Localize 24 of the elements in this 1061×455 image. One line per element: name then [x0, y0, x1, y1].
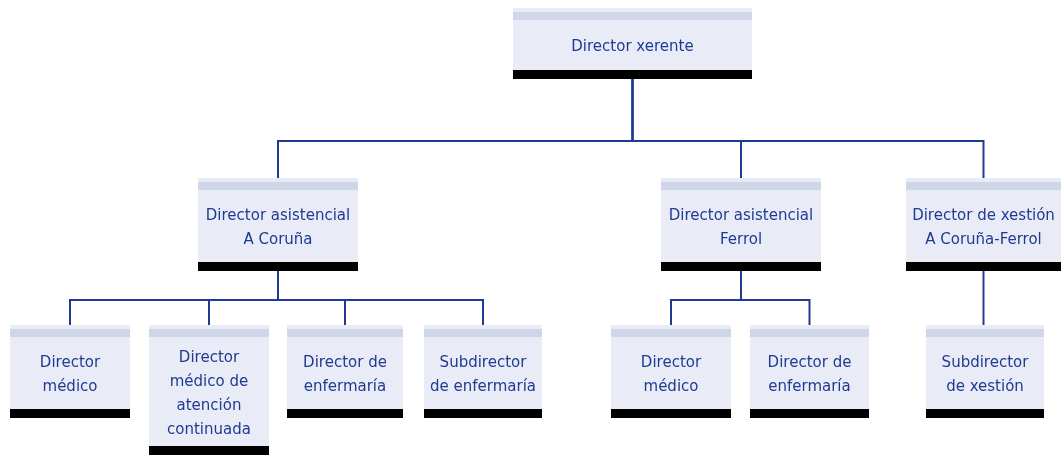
- position-title: Director asistencial A Coruña: [204, 205, 352, 250]
- position-title: Director médico: [38, 352, 102, 397]
- position-box: [149, 325, 269, 455]
- position-box: [611, 325, 731, 418]
- position-title: Director de xestión A Coruña-Ferrol: [911, 205, 1056, 250]
- position-box: [661, 178, 821, 271]
- position-title: Director médico de atención continuada: [166, 346, 252, 440]
- position-title: Director de enfermaría: [302, 352, 388, 397]
- position-box: [198, 178, 358, 271]
- position-title: Director asistencial Ferrol: [667, 205, 815, 250]
- position-title: Subdirector de xestión: [940, 352, 1030, 397]
- position-title: Subdirector de enfermaría: [429, 352, 537, 397]
- position-box: [750, 325, 869, 418]
- position-title: Director de enfermaría: [766, 352, 853, 397]
- position-box: [424, 325, 542, 418]
- position-box: [287, 325, 403, 418]
- position-box: [906, 178, 1061, 271]
- position-title: Director xerente: [571, 36, 694, 57]
- position-box: [513, 8, 752, 79]
- position-box: [10, 325, 130, 418]
- connector-line: [982, 270, 985, 326]
- position-box: [926, 325, 1044, 418]
- connector-line: [631, 78, 985, 179]
- position-title: Director médico: [639, 352, 703, 397]
